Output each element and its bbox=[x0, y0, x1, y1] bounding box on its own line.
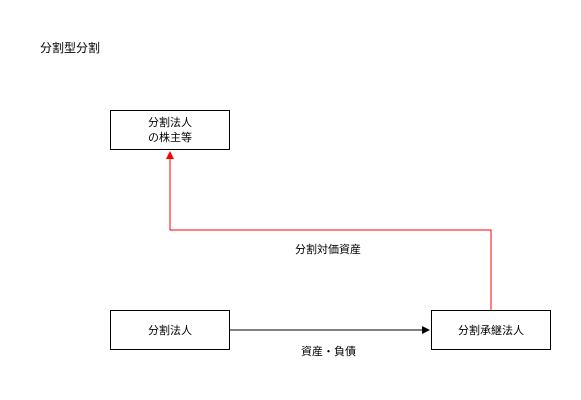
node-successor-company-label: 分割承継法人 bbox=[458, 323, 524, 337]
consideration-label: 分割対価資産 bbox=[295, 243, 361, 256]
node-shareholders-line2: の株主等 bbox=[148, 131, 192, 144]
node-splitting-company: 分割法人 bbox=[110, 310, 230, 350]
node-shareholders: 分割法人 の株主等 bbox=[110, 110, 230, 150]
diagram-title: 分割型分割 bbox=[40, 41, 101, 55]
node-shareholders-line1: 分割法人 bbox=[148, 116, 192, 129]
consideration-arrow bbox=[166, 151, 492, 310]
node-splitting-company-label: 分割法人 bbox=[148, 323, 192, 337]
node-successor-company: 分割承継法人 bbox=[431, 310, 551, 350]
assets-transfer-label: 資産・負債 bbox=[301, 345, 356, 358]
